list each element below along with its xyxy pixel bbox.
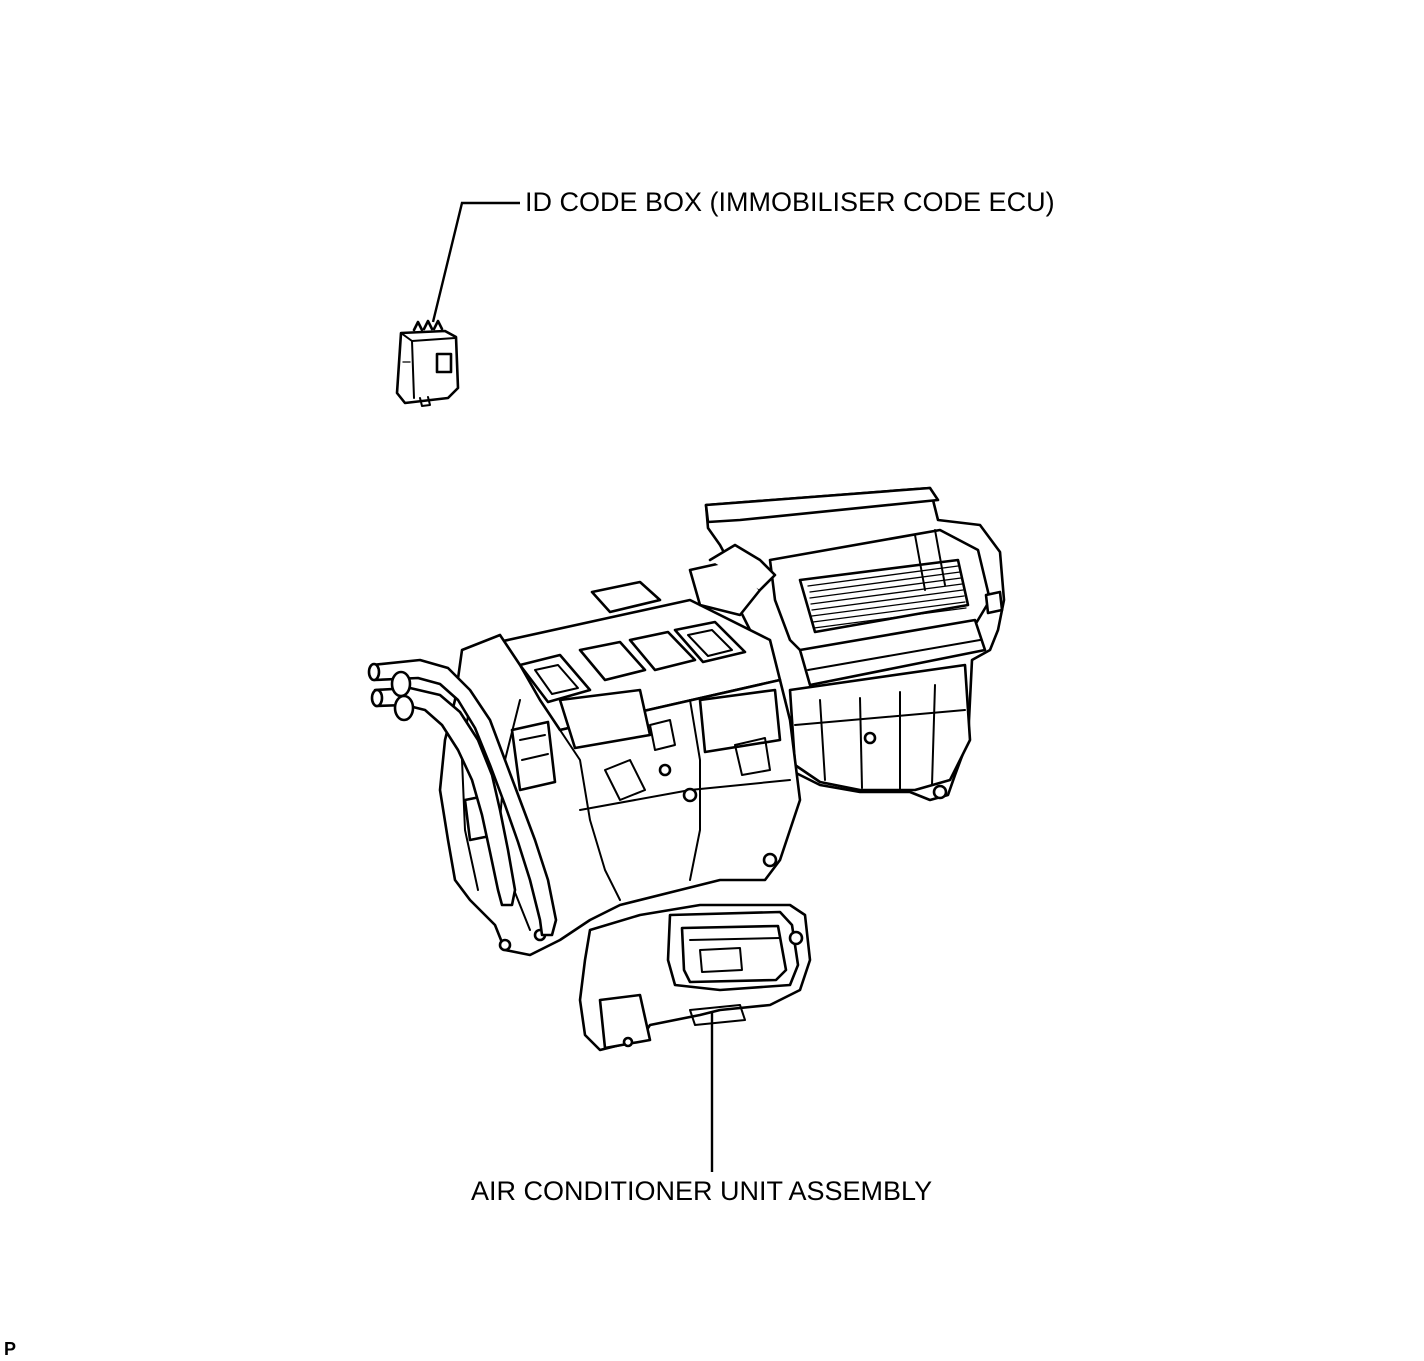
air-conditioner-unit bbox=[367, 486, 1006, 1052]
leader-line-id-code-box bbox=[431, 201, 520, 323]
id-code-box-label: ID CODE BOX (IMMOBILISER CODE ECU) bbox=[525, 187, 1055, 217]
air-conditioner-unit-label: AIR CONDITIONER UNIT ASSEMBLY bbox=[471, 1176, 933, 1206]
id-code-box-ecu bbox=[395, 319, 460, 407]
filter-pleats bbox=[807, 565, 967, 629]
corner-mark: P bbox=[4, 1339, 17, 1359]
